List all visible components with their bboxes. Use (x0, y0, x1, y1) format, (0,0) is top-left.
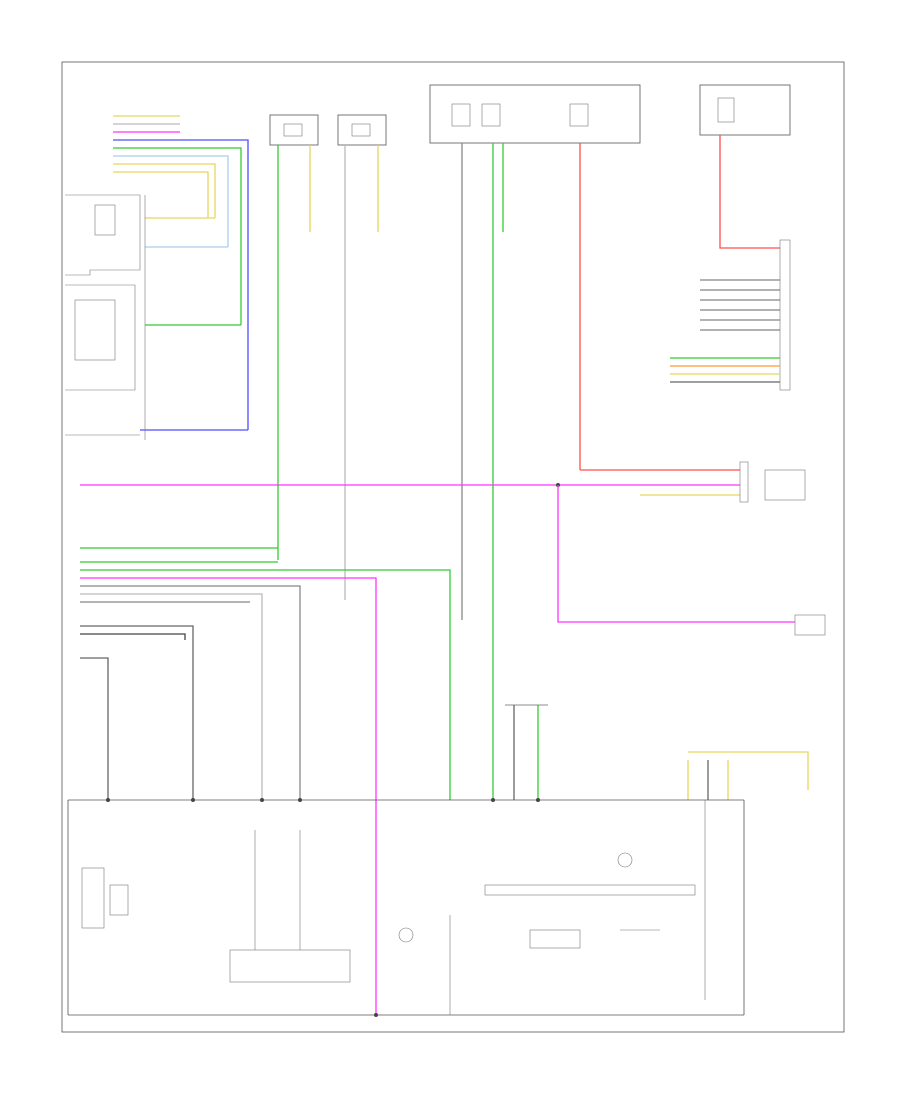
top-switch-b (337, 114, 387, 600)
top-left-connector-wires (113, 115, 249, 431)
fuse-box-right (699, 84, 791, 249)
left-switch-block (65, 194, 146, 440)
fuse-box (429, 84, 641, 800)
top-switch-a (269, 114, 319, 560)
lower-module (67, 799, 745, 1016)
right-upper-connector (670, 239, 791, 391)
splice-dots (106, 798, 540, 1017)
center-drops (505, 704, 809, 800)
left-wire-group (80, 547, 451, 1015)
right-lower-connector (794, 614, 826, 636)
right-middle-connector (80, 461, 806, 503)
magenta-branch (557, 485, 795, 623)
diagram-frame (61, 61, 845, 1033)
